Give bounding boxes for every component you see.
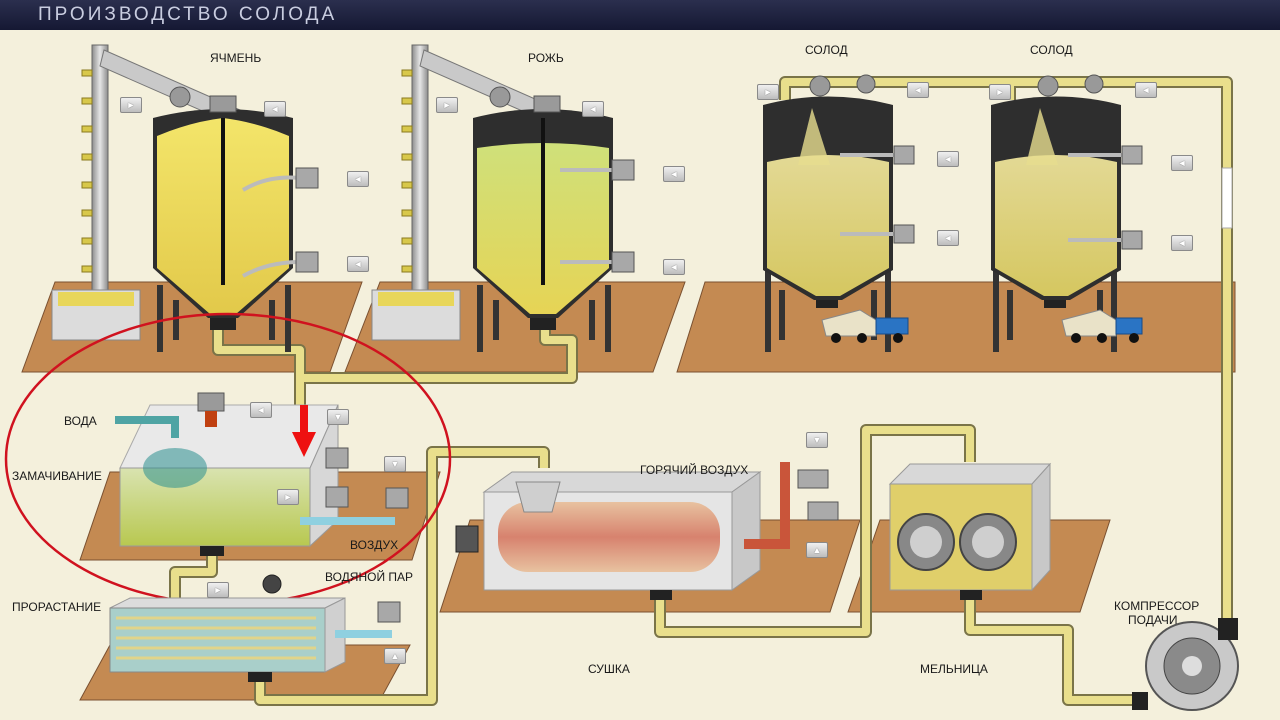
label-mill: МЕЛЬНИЦА [920, 662, 988, 676]
malt1-low-sensor-button[interactable]: ◄ [937, 230, 959, 246]
barley-low-sensor-button[interactable]: ◄ [347, 256, 369, 272]
label-barley: ЯЧМЕНЬ [210, 51, 262, 65]
malt2-mid-sensor-button[interactable]: ◄ [1171, 155, 1193, 171]
malt1-inlet-play-button[interactable]: ► [757, 84, 779, 100]
hot-air-up-button[interactable]: ▲ [806, 542, 828, 558]
hot-air-down-button[interactable]: ▼ [806, 432, 828, 448]
rye-top-sensor-button[interactable]: ◄ [582, 101, 604, 117]
label-hot-air: ГОРЯЧИЙ ВОЗДУХ [640, 463, 749, 477]
label-drying: СУШКА [588, 662, 630, 676]
label-compressor-line-2: ПОДАЧИ [1128, 613, 1178, 627]
label-steeping: ЗАМАЧИВАНИЕ [12, 469, 102, 483]
rye-silo [473, 86, 635, 330]
germination-play-button[interactable]: ► [207, 582, 229, 598]
title-bar: ПРОИЗВОДСТВО СОЛОДА [0, 0, 1280, 30]
malt-mill [888, 462, 1052, 600]
steeping-top-sensor-button[interactable]: ◄ [250, 402, 272, 418]
label-air: ВОЗДУХ [350, 538, 399, 552]
label-steam: ВОДЯНОЙ ПАР [325, 570, 414, 584]
barley-elevator-play-button[interactable]: ► [120, 97, 142, 113]
malt1-top-sensor-button[interactable]: ◄ [907, 82, 929, 98]
transport-pipes [169, 76, 1233, 706]
drying-kiln [455, 462, 839, 600]
steeping-tank [115, 392, 409, 556]
label-water: ВОДА [64, 414, 97, 428]
label-compressor-line-1: КОМПРЕССОР [1114, 599, 1200, 613]
barley-mid-sensor-button[interactable]: ◄ [347, 171, 369, 187]
rye-elevator-play-button[interactable]: ► [436, 97, 458, 113]
steeping-play-button[interactable]: ► [277, 489, 299, 505]
malt-trucks [821, 309, 1143, 343]
germination-box [109, 574, 401, 682]
malt2-low-sensor-button[interactable]: ◄ [1171, 235, 1193, 251]
page-title: ПРОИЗВОДСТВО СОЛОДА [38, 4, 338, 25]
barley-top-sensor-button[interactable]: ◄ [264, 101, 286, 117]
label-malt-2: СОЛОД [1030, 43, 1073, 57]
process-scene [4, 44, 1239, 711]
compressor [1132, 618, 1239, 711]
label-malt-1: СОЛОД [805, 43, 848, 57]
steeping-level-down-button[interactable]: ▼ [384, 456, 406, 472]
bucket-elevators [51, 44, 561, 341]
barley-silo [153, 86, 319, 330]
steeping-valve-down-button[interactable]: ▼ [327, 409, 349, 425]
malt-silo-1 [763, 74, 915, 308]
label-rye: РОЖЬ [528, 51, 564, 65]
rye-low-sensor-button[interactable]: ◄ [663, 259, 685, 275]
steam-up-button[interactable]: ▲ [384, 648, 406, 664]
malt2-top-sensor-button[interactable]: ◄ [1135, 82, 1157, 98]
label-germination: ПРОРАСТАНИЕ [12, 600, 102, 614]
rye-mid-sensor-button[interactable]: ◄ [663, 166, 685, 182]
malt1-mid-sensor-button[interactable]: ◄ [937, 151, 959, 167]
malt-silo-2 [991, 74, 1143, 308]
malt2-inlet-play-button[interactable]: ► [989, 84, 1011, 100]
